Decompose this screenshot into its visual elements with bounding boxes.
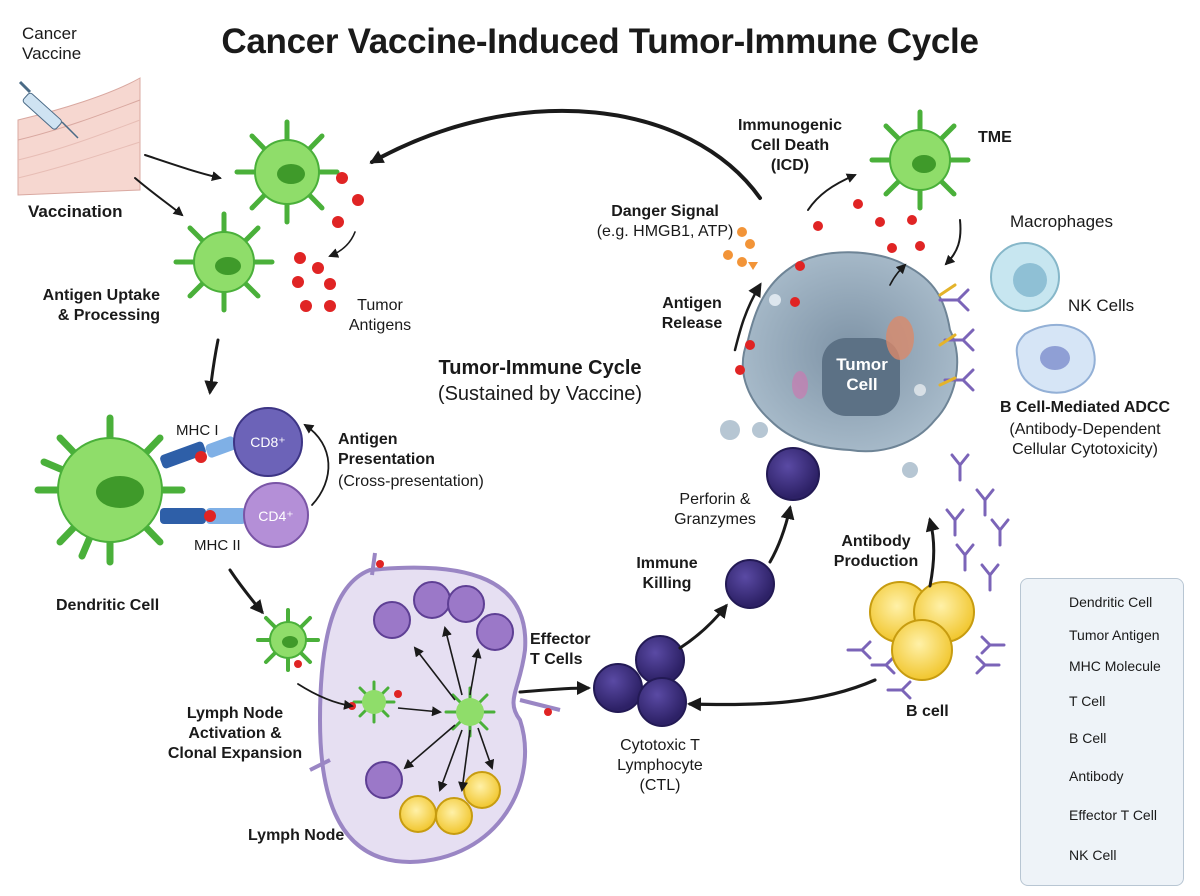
danger-signal-example: (e.g. HMGB1, ATP) xyxy=(596,223,734,240)
lymph-node-b-cells xyxy=(399,771,501,835)
perforin-line-2: Granzymes xyxy=(674,511,756,528)
ctl-line-1: Cytotoxic T xyxy=(620,737,700,754)
antigen-release-line-1: Antigen xyxy=(662,295,722,312)
legend-tumor-antigen: Tumor Antigen xyxy=(1069,627,1160,643)
antigen-presentation-label: Antigen Presentation xyxy=(338,430,435,470)
antigen-release-label: Antigen Release xyxy=(642,294,742,334)
mhc-ii-label: MHC II xyxy=(194,537,241,554)
dendritic-cell-uptake xyxy=(173,211,275,313)
adcc-description-line-2: Cellular Cytotoxicity) xyxy=(1012,441,1158,458)
immune-killing-line-2: Killing xyxy=(642,575,692,592)
dendritic-cell-top xyxy=(234,119,340,225)
ctl-line-3: (CTL) xyxy=(639,777,681,794)
antigen-uptake-label: Antigen Uptake & Processing xyxy=(20,286,160,326)
danger-signal-label: Danger Signal xyxy=(611,203,719,220)
diagram-title: Cancer Vaccine-Induced Tumor-Immune Cycl… xyxy=(221,22,979,61)
syringe-icon xyxy=(18,80,79,139)
macrophage xyxy=(990,242,1060,312)
antibody-production-label: Antibody Production xyxy=(816,532,936,572)
cd8-label: CD8⁺ xyxy=(250,434,286,450)
effector-t-cell-killer xyxy=(725,447,820,609)
lymph-node-activation-label: Lymph Node Activation & Clonal Expansion xyxy=(140,704,330,764)
cancer-vaccine-label: Cancer Vaccine xyxy=(22,24,81,64)
icd-label: Immunogenic Cell Death (ICD) xyxy=(720,116,860,176)
antibody-production-line-2: Production xyxy=(833,553,919,570)
dendritic-cell-label: Dendritic Cell xyxy=(56,597,160,614)
effector-t-cells-line-1: Effector xyxy=(530,631,591,648)
antigen-presentation-line-2: Presentation xyxy=(338,451,435,468)
immune-killing-line-1: Immune xyxy=(636,555,698,572)
b-cell-cluster xyxy=(869,581,975,681)
adcc-antibody-links xyxy=(938,283,957,387)
cycle-subheading: (Sustained by Vaccine) xyxy=(437,383,643,405)
adcc-title: B Cell-Mediated ADCC xyxy=(999,399,1171,416)
antigen-uptake-line-2: & Processing xyxy=(57,307,160,324)
lymph-node-activation-line-2: Activation & xyxy=(188,725,282,742)
tumor-cell-label: Tumor Cell xyxy=(812,355,912,395)
antigen-uptake-line-1: Antigen Uptake xyxy=(42,287,160,304)
legend-mhc-molecule: MHC Molecule xyxy=(1069,658,1161,674)
legend-nk-cell: NK Cell xyxy=(1069,847,1117,863)
macrophages-label: Macrophages xyxy=(1010,212,1114,231)
lymph-node-dendritic-cells xyxy=(352,680,496,738)
mhc-i-label: MHC I xyxy=(176,422,219,439)
tumor-cell-line-1: Tumor xyxy=(836,355,888,374)
lymph-node-activation-line-3: Clonal Expansion xyxy=(167,745,303,762)
dendritic-cell-tme xyxy=(869,109,971,211)
icd-line-1: Immunogenic xyxy=(737,117,842,134)
cycle-heading: Tumor-Immune Cycle xyxy=(438,357,642,379)
tumor-antigens-line-1: Tumor xyxy=(357,297,403,314)
cross-presentation-label: (Cross-presentation) xyxy=(338,473,484,490)
legend-effector-t-cell: Effector T Cell xyxy=(1069,807,1157,823)
vaccine-injection-illustration xyxy=(17,77,141,196)
icd-line-3: (ICD) xyxy=(770,157,810,174)
nk-cells-label: NK Cells xyxy=(1068,296,1135,315)
icd-line-2: Cell Death xyxy=(750,137,830,154)
tumor-antigens-right xyxy=(735,199,925,375)
ctl-label: Cytotoxic T Lymphocyte (CTL) xyxy=(600,736,720,796)
lymph-node-activation-line-1: Lymph Node xyxy=(186,705,284,722)
antigen-presentation-line-1: Antigen xyxy=(338,431,398,448)
cd8-t-cell xyxy=(233,407,303,477)
perforin-label: Perforin & Granzymes xyxy=(660,490,770,530)
antibodies xyxy=(846,288,1010,700)
mhc-i-complex xyxy=(160,436,237,469)
legend xyxy=(1020,578,1184,886)
adcc-description-line-1: (Antibody-Dependent xyxy=(1009,421,1161,438)
effector-t-cells-label: Effector T Cells xyxy=(530,630,590,670)
mhc-ii-complex xyxy=(160,508,246,524)
legend-b-cell: B Cell xyxy=(1069,730,1107,746)
tumor-cell-line-2: Cell xyxy=(846,375,878,394)
tme-label: TME xyxy=(978,129,1012,146)
legend-dendritic-cell: Dendritic Cell xyxy=(1069,594,1153,610)
cd4-t-cell xyxy=(243,482,309,548)
immune-killing-label: Immune Killing xyxy=(622,554,712,594)
tumor-antigens-label: Tumor Antigens xyxy=(340,296,420,336)
antibody-production-line-1: Antibody xyxy=(841,533,911,550)
b-cell-label: B cell xyxy=(906,703,949,720)
tumor-antigens-left xyxy=(292,172,364,312)
adcc-description: (Antibody-Dependent Cellular Cytotoxicit… xyxy=(980,420,1190,460)
lymph-node-label: Lymph Node xyxy=(248,827,345,844)
dendritic-cell-migrating xyxy=(256,608,320,672)
danger-signal-molecules xyxy=(723,227,758,270)
vaccination-label: Vaccination xyxy=(28,202,123,221)
legend-antibody: Antibody xyxy=(1069,768,1124,784)
effector-t-cells-cluster xyxy=(593,635,687,727)
cd4-label: CD4⁺ xyxy=(258,508,294,524)
cancer-vaccine-line-2: Vaccine xyxy=(22,44,82,63)
effector-t-cells-line-2: T Cells xyxy=(530,651,583,668)
legend-t-cell: T Cell xyxy=(1069,693,1106,709)
tumor-antigens-line-2: Antigens xyxy=(348,317,412,334)
antigen-release-line-2: Release xyxy=(661,315,723,332)
flow-arrows xyxy=(134,108,962,712)
cancer-vaccine-line-1: Cancer xyxy=(22,24,77,43)
ctl-line-2: Lymphocyte xyxy=(617,757,703,774)
nk-cell xyxy=(1015,323,1096,394)
dendritic-cell-large xyxy=(34,414,186,566)
lymph-node xyxy=(294,552,561,865)
lymph-node-t-cells xyxy=(365,581,514,799)
perforin-line-1: Perforin & xyxy=(679,491,751,508)
